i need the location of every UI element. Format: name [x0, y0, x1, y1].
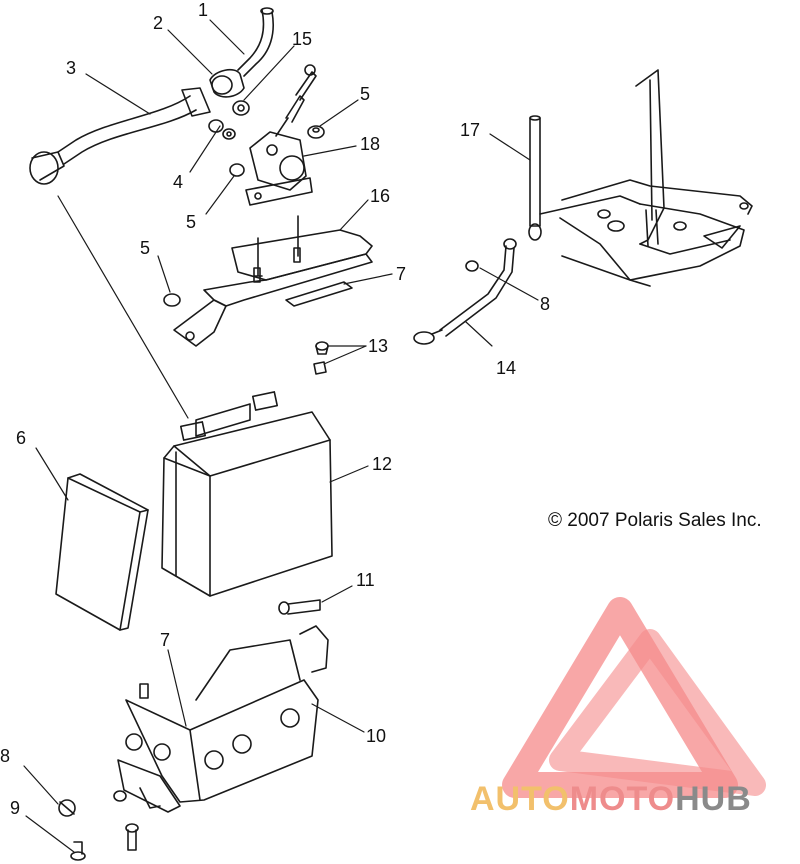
callout-13: 13 [368, 336, 388, 356]
leader-lines [23, 19, 539, 853]
callout-4: 4 [173, 172, 183, 192]
callout-7: 7 [160, 630, 170, 650]
part-17-rod [528, 115, 542, 241]
callout-5: 5 [186, 212, 196, 232]
part-12-battery [161, 391, 333, 597]
part-5-nut-a [307, 125, 325, 139]
watermark-brand: AUTOMOTOHUB [470, 780, 752, 819]
callout-3: 3 [66, 58, 76, 78]
callout-8: 8 [0, 746, 10, 766]
callout-15: 15 [292, 29, 312, 49]
callout-7: 7 [396, 264, 406, 284]
part-11-bolt [278, 599, 321, 615]
part-16-bracket [173, 215, 373, 347]
watermark-logo [502, 597, 766, 798]
part-18-solenoid [245, 64, 317, 206]
callout-5: 5 [140, 238, 150, 258]
part-6-battery-pad [55, 473, 149, 631]
part-10-battery-box [117, 625, 329, 813]
part-15-nut [232, 100, 250, 116]
part-9-bolt [70, 790, 139, 861]
part-3-battery-cable [29, 87, 211, 185]
callout-16: 16 [370, 186, 390, 206]
brand-part-hub: HUB [675, 780, 752, 818]
callout-10: 10 [366, 726, 386, 746]
part-5-nut-b [229, 163, 245, 177]
callout-14: 14 [496, 358, 516, 378]
callout-5: 5 [360, 84, 370, 104]
callout-1: 1 [198, 0, 208, 20]
brand-part-auto: AUTO [470, 780, 570, 818]
callout-12: 12 [372, 454, 392, 474]
part-1-cable-boot [237, 7, 274, 77]
callout-9: 9 [10, 798, 20, 818]
frame-section [539, 69, 753, 287]
brand-part-moto: MOTO [569, 780, 676, 818]
callout-11: 11 [356, 570, 375, 590]
callout-17: 17 [460, 120, 480, 140]
callout-2: 2 [153, 13, 163, 33]
callout-8: 8 [540, 294, 550, 314]
copyright-text: © 2007 Polaris Sales Inc. [548, 510, 762, 531]
part-14-ground-cable [413, 238, 517, 345]
part-5-nut-c [163, 293, 181, 307]
part-8-nut-upper [465, 260, 479, 272]
part-7-pad [285, 281, 353, 307]
part-2-terminal-boot [209, 68, 245, 98]
callout-18: 18 [360, 134, 380, 154]
callout-labels: 1 2 3 15 5 18 4 5 16 5 7 17 8 14 13 6 12… [0, 0, 550, 818]
part-13-fastener [313, 341, 329, 375]
callout-6: 6 [16, 428, 26, 448]
part-8-nut-lower [58, 799, 76, 817]
